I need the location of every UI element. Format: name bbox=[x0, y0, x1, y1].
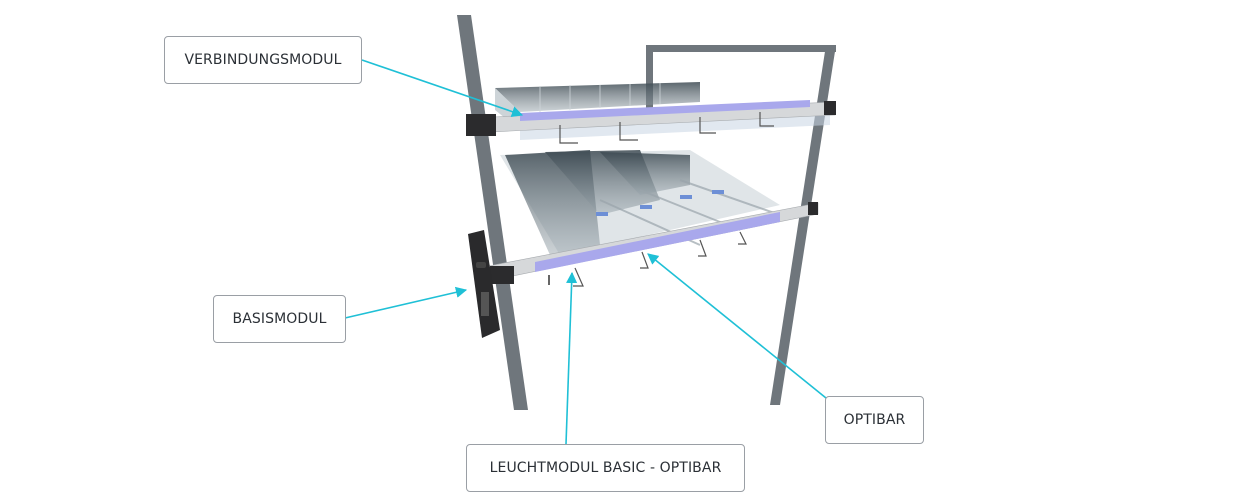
callout-line-leuchtmodul bbox=[565, 271, 578, 445]
label-verbindungsmodul: VERBINDUNGSMODUL bbox=[164, 36, 362, 84]
callout-line-optibar bbox=[647, 253, 827, 399]
label-basismodul: BASISMODUL bbox=[213, 295, 346, 343]
rack-post-left bbox=[457, 15, 528, 410]
label-optibar: OPTIBAR bbox=[825, 396, 924, 444]
callout-lines bbox=[344, 59, 827, 445]
basismodul-unit bbox=[468, 230, 500, 338]
label-leuchtmodul-basic-optibar: LEUCHTMODUL BASIC - OPTIBAR bbox=[466, 444, 745, 492]
lower-shelf-bins bbox=[500, 150, 781, 255]
callout-line-basismodul bbox=[344, 286, 468, 319]
upper-rail bbox=[466, 100, 836, 144]
rack-frame-back bbox=[646, 45, 836, 405]
callout-line-verbindungsmodul bbox=[361, 59, 524, 118]
lower-rail bbox=[477, 202, 819, 287]
